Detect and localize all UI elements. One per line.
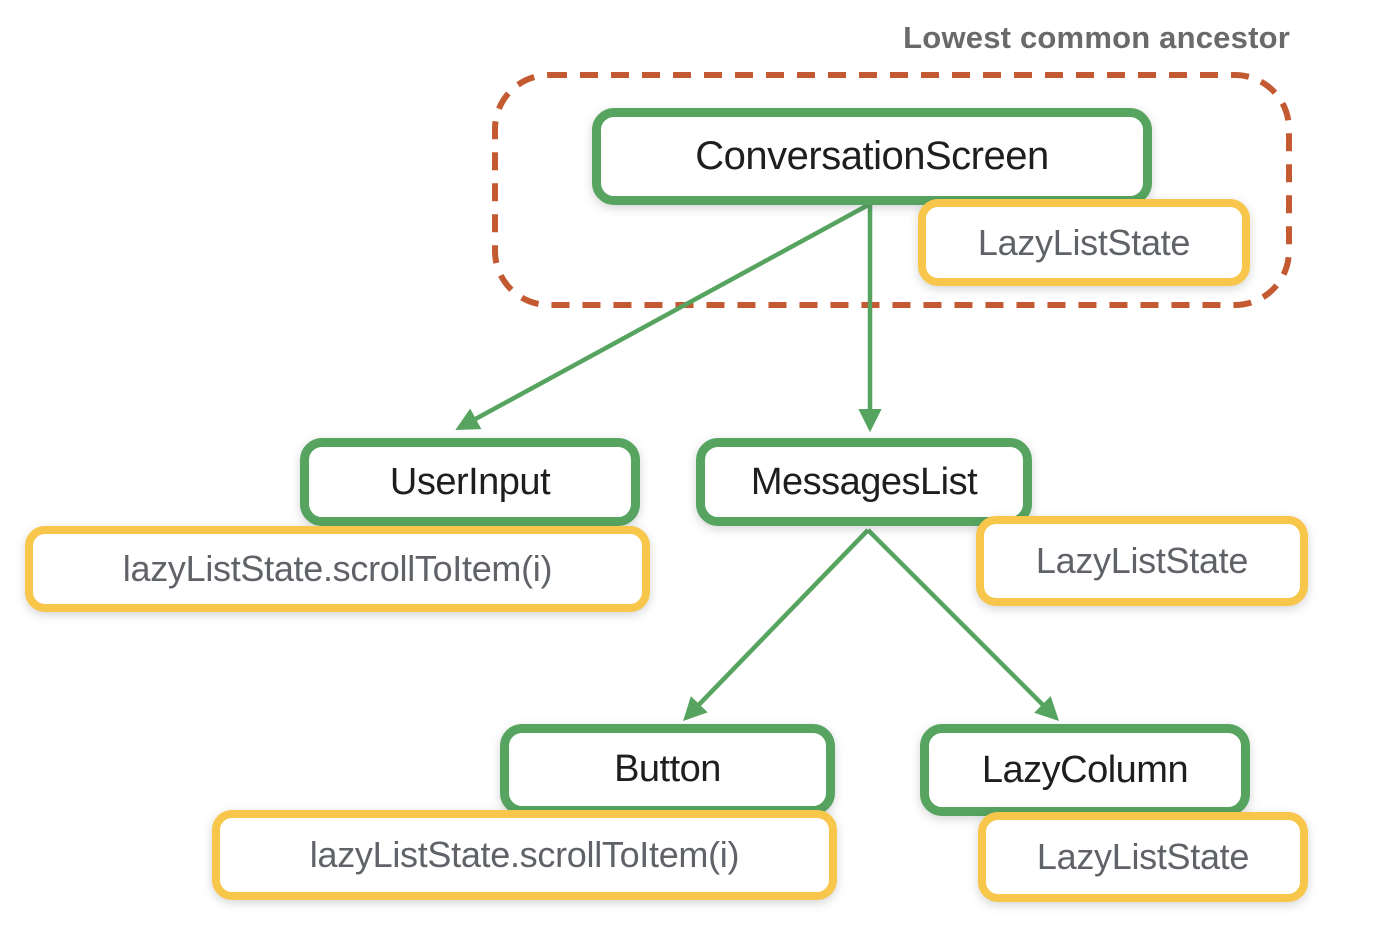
state-lazycolumn-lazyliststate-label: LazyListState xyxy=(1036,836,1250,877)
state-userinput-scrolltoitem-label: lazyListState.scrollToItem(i) xyxy=(122,548,553,589)
state-button-scrolltoitem-label: lazyListState.scrollToItem(i) xyxy=(309,834,740,875)
lowest-common-ancestor-label: Lowest common ancestor xyxy=(903,20,1290,55)
node-button: Button xyxy=(500,724,835,815)
state-userinput-scrolltoitem: lazyListState.scrollToItem(i) xyxy=(25,526,650,612)
node-messages-list-label: MessagesList xyxy=(750,460,978,503)
node-conversation-screen: ConversationScreen xyxy=(592,108,1152,205)
node-button-label: Button xyxy=(614,748,721,790)
edge-messageslist-to-lazycolumn-arrow xyxy=(866,528,1059,721)
node-lazy-column-label: LazyColumn xyxy=(981,748,1189,791)
node-messages-list: MessagesList xyxy=(696,438,1032,526)
state-messageslist-lazyliststate: LazyListState xyxy=(976,516,1308,606)
node-user-input-label: UserInput xyxy=(389,460,551,503)
node-conversation-screen-label: ConversationScreen xyxy=(695,134,1049,178)
lowest-common-ancestor-dashed-region xyxy=(492,72,1292,308)
node-lazy-column: LazyColumn xyxy=(920,724,1250,816)
state-lazycolumn-lazyliststate: LazyListState xyxy=(978,812,1308,902)
state-button-scrolltoitem: lazyListState.scrollToItem(i) xyxy=(212,810,837,900)
state-messageslist-lazyliststate-label: LazyListState xyxy=(1035,540,1249,581)
edge-messageslist-to-button-arrow xyxy=(683,528,870,722)
state-conversation-lazyliststate: LazyListState xyxy=(918,199,1250,286)
node-user-input: UserInput xyxy=(300,438,640,526)
state-conversation-lazyliststate-label: LazyListState xyxy=(977,221,1191,263)
edge-conversationscreen-to-userinput-arrow xyxy=(455,202,872,431)
